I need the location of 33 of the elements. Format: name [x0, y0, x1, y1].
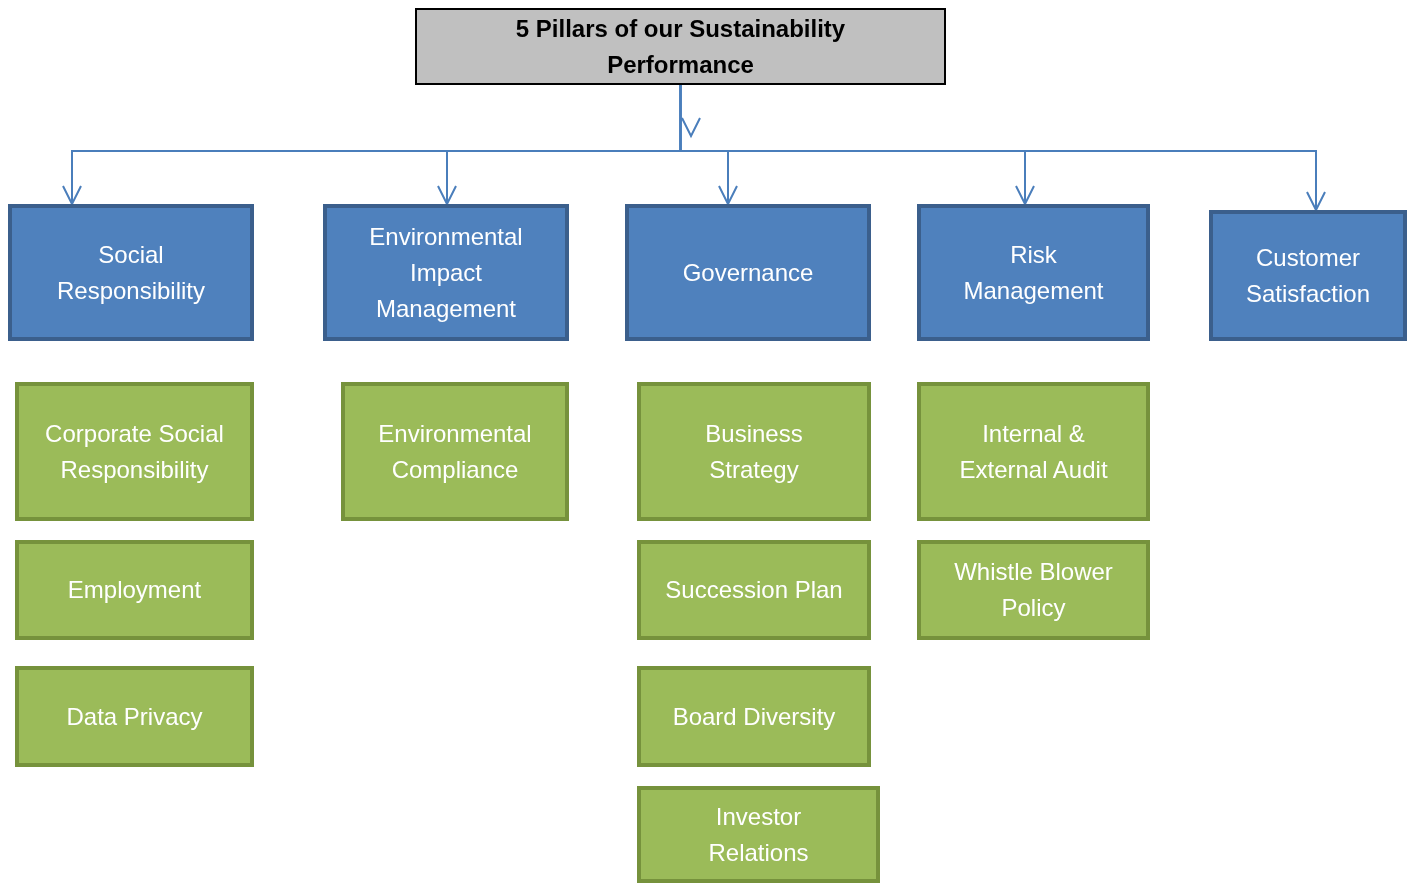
topic-box — [637, 666, 871, 767]
box-label: Customer Satisfaction — [1244, 242, 1372, 309]
connector-arrow — [679, 84, 1326, 211]
topic-box — [637, 540, 871, 640]
box-label: Environmental Impact Management — [368, 221, 524, 324]
box-label: Investor Relations — [707, 801, 810, 868]
topic-box — [637, 786, 880, 883]
box-label: 5 Pillars of our Sustainability Performance — [514, 13, 847, 80]
topic-box — [341, 382, 569, 521]
box-label: Business Strategy — [704, 418, 804, 485]
box-label: Corporate Social Responsibility — [44, 418, 225, 485]
topic-box — [637, 382, 871, 521]
box-label: Employment — [67, 575, 202, 605]
pillar-box — [8, 204, 254, 341]
box-label: Internal & External Audit — [958, 418, 1109, 485]
box-label: Environmental Compliance — [377, 418, 533, 485]
box-label: Succession Plan — [665, 575, 843, 605]
box-label: Data Privacy — [66, 701, 203, 732]
box-label: Board Diversity — [672, 701, 836, 732]
pillar-box — [625, 204, 871, 341]
pillar-box — [917, 204, 1150, 341]
pillar-box — [1209, 210, 1407, 341]
box-label: Governance — [682, 257, 814, 288]
box-label: Social Responsibility — [55, 239, 207, 306]
box-label: Whistle Blower Policy — [953, 557, 1114, 623]
pillar-box — [323, 204, 569, 341]
title-box — [415, 8, 946, 85]
box-label: Risk Management — [962, 239, 1105, 306]
topic-box — [917, 540, 1150, 640]
topic-box — [15, 666, 254, 767]
topic-box — [15, 540, 254, 640]
topic-box — [15, 382, 254, 521]
topic-box — [917, 382, 1150, 521]
